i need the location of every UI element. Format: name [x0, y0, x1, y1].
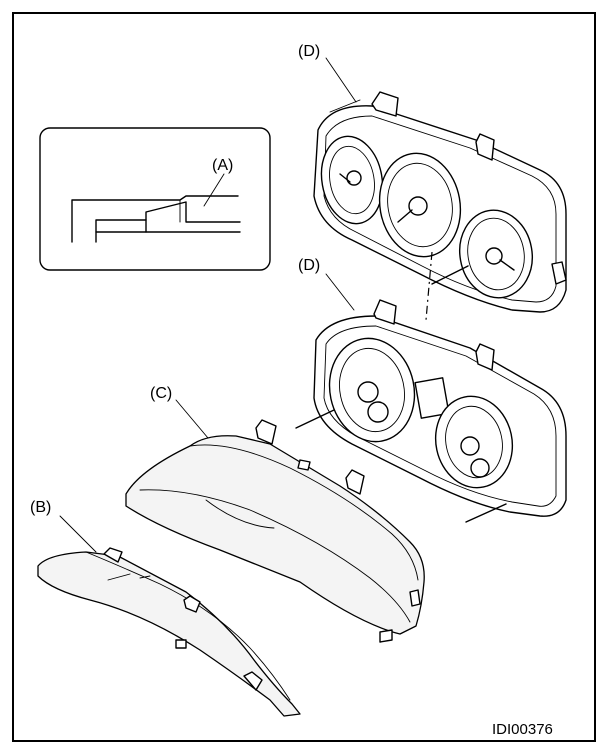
bottom-bracket-1 [373, 299, 397, 325]
meter-assembly-bottom: (D) [295, 257, 567, 523]
top-needle-left [339, 173, 351, 183]
detail-inset: (A) [39, 127, 271, 271]
label-c: (C) [150, 385, 172, 402]
top-hub-left [346, 170, 362, 186]
top-gauge-center-dial [387, 162, 453, 248]
leader-d-top [325, 57, 357, 103]
bottom-recess-left-inner [339, 347, 405, 433]
bottom-subgauge-3 [460, 436, 480, 456]
lens-mark-2 [139, 575, 151, 579]
visor-front-edge [139, 489, 411, 623]
alignment-line [425, 251, 433, 321]
top-wire [329, 99, 361, 113]
visor-tab-5 [379, 629, 393, 643]
label-a: (A) [212, 157, 233, 174]
label-d-bottom: (D) [298, 257, 320, 274]
inset-outer-edge [71, 195, 239, 243]
inset-box [39, 127, 271, 271]
top-bracket-1 [371, 91, 399, 117]
label-d-top: (D) [298, 43, 320, 60]
leader-c [175, 399, 209, 439]
leader-a [203, 173, 225, 207]
leader-b [59, 515, 97, 553]
lens-tab-4 [175, 639, 187, 649]
bottom-subgauge-4 [470, 458, 490, 478]
top-pin [431, 265, 469, 285]
bottom-pin-right [465, 503, 507, 523]
bottom-pin-left [295, 409, 335, 429]
lens-body [37, 551, 301, 717]
bottom-bracket-2 [475, 343, 495, 371]
top-needle-center [397, 209, 413, 223]
figure-code: IDI00376 [492, 721, 553, 738]
top-bracket-2 [475, 133, 495, 161]
inset-clip-edge [95, 201, 241, 243]
top-needle-right [499, 259, 515, 271]
lens-tab-3 [243, 671, 263, 691]
bottom-subgauge-1 [357, 381, 379, 403]
visor-tab-1 [255, 419, 277, 445]
top-housing-inner [323, 115, 557, 303]
lens-mark-1 [107, 573, 131, 581]
lens-tab-1 [103, 547, 123, 563]
bottom-display-window [414, 377, 450, 419]
lens-top-ridge [85, 551, 291, 701]
visor-crease [205, 499, 275, 529]
top-hub-center [408, 196, 428, 216]
visor-top-ridge [189, 444, 419, 581]
lens-tab-2 [183, 595, 201, 613]
visor-tab-2 [345, 469, 365, 495]
bottom-subgauge-2 [367, 401, 389, 423]
visor-body [125, 435, 425, 635]
label-b: (B) [30, 499, 51, 516]
visor-tab-4 [297, 459, 311, 471]
visor-tab-3 [409, 589, 421, 607]
meter-visor-c: (C) [125, 385, 425, 643]
top-gauge-right-dial [467, 217, 525, 291]
top-hub-right [485, 247, 503, 265]
meter-assembly-top: (D) [298, 43, 567, 313]
top-gauge-left-dial [329, 145, 375, 215]
top-bracket-3 [551, 261, 567, 285]
leader-d-bottom [325, 273, 355, 311]
meter-lens-b: (B) [30, 499, 301, 717]
